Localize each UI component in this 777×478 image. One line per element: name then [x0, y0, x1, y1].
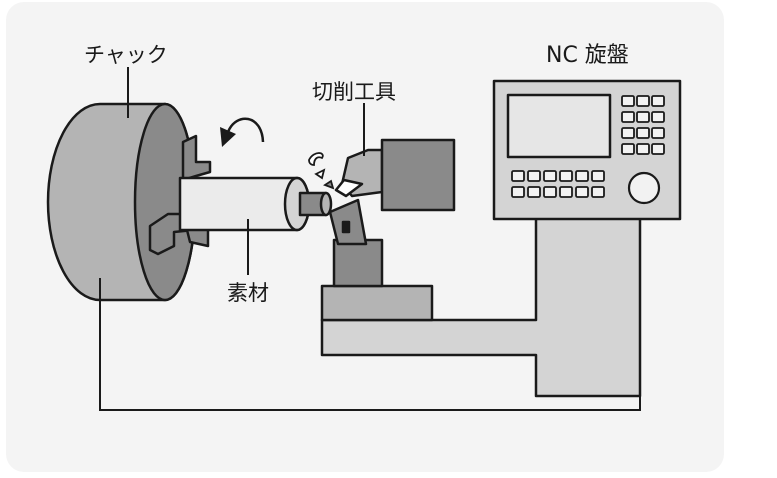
chuck	[46, 102, 212, 302]
label-chuck: チャック	[84, 43, 168, 67]
controller-keypad	[621, 95, 665, 155]
label-nc-lathe: NC 旋盤	[546, 43, 629, 68]
label-cutting-tool: 切削工具	[312, 80, 396, 104]
connection-lines	[99, 67, 641, 411]
cutting-tool	[328, 138, 456, 288]
controller-dial	[627, 171, 661, 205]
controller-buttons	[511, 170, 605, 198]
workpiece	[178, 176, 333, 232]
label-workpiece: 素材	[227, 281, 269, 305]
rotation-arrow-icon	[220, 117, 265, 147]
chip-icon	[308, 152, 335, 190]
controller-screen	[506, 93, 612, 159]
